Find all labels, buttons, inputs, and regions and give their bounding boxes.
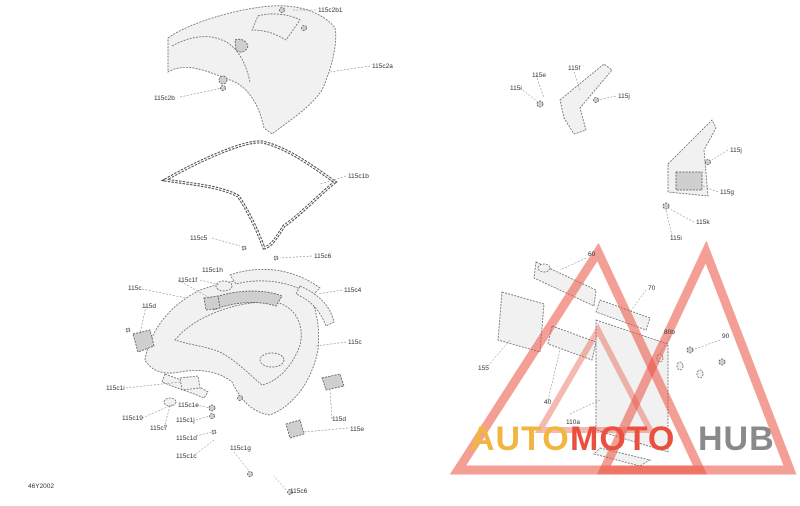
watermark-triangle-right (596, 240, 797, 475)
label-115e: 115e (350, 426, 364, 433)
watermark-word-moto: MOTO (570, 420, 675, 458)
automotohub-watermark: AUTO MOTO HUB (449, 240, 797, 475)
lower-housing-part (144, 268, 335, 416)
watermark-word-hub: HUB (698, 420, 775, 458)
label-115c2b1: 115c2b1 (318, 7, 343, 14)
label-115c5: 115c5 (190, 235, 208, 242)
seal-gasket-part (160, 140, 338, 250)
label-115g: 115g (720, 189, 734, 196)
label-115c6-bottom: 115c6 (290, 488, 308, 495)
label-115c19: 115c19 (122, 415, 143, 422)
label-155: 155 (478, 365, 489, 372)
watermark-triangle-inner (534, 323, 655, 433)
leader-lines (125, 9, 729, 491)
label-115c1g: 115c1g (230, 445, 251, 452)
label-115j-top: 115j (618, 93, 630, 100)
part-labels: 115c2b1 115c2a 115c2b 115c1b 115c5 115c6… (28, 7, 742, 495)
label-90: 90 (722, 333, 730, 340)
label-115j-right: 115j (730, 147, 742, 154)
watermark-word-auto: AUTO (470, 420, 570, 458)
bracket-115g-part (662, 119, 717, 210)
label-115c1b: 115c1b (348, 173, 369, 180)
label-115c6: 115c6 (314, 253, 332, 260)
label-115f: 115f (568, 65, 580, 72)
label-115e-right: 115e (532, 72, 546, 79)
label-115c: 115c (128, 285, 142, 292)
label-40: 40 (544, 399, 552, 406)
bracket-115f-part (536, 63, 613, 135)
label-115c1c: 115c1c (176, 453, 197, 460)
label-60: 60 (588, 251, 596, 258)
label-110a: 110a (566, 419, 580, 426)
label-115i-top: 115i (510, 85, 522, 92)
label-70: 70 (648, 285, 656, 292)
label-115d-bottom: 115d (332, 416, 346, 423)
label-115k: 115k (696, 219, 710, 226)
label-115c2b: 115c2b (154, 95, 175, 102)
label-115d-top: 115d (142, 303, 156, 310)
label-115c1j: 115c1j (176, 417, 195, 424)
label-115c1h: 115c1h (202, 267, 223, 274)
label-115c1d: 115c1d (176, 435, 197, 442)
top-cover-part (167, 5, 337, 135)
label-115i-bottom: 115i (670, 235, 682, 242)
label-115c-mid: 115c (348, 339, 362, 346)
label-115c4: 115c4 (344, 287, 362, 294)
fastener-parts-left (125, 245, 345, 495)
diagram-reference-code: 46Y2002 (28, 483, 54, 490)
label-115c1e: 115c1e (178, 402, 199, 409)
label-115c1f: 115c1f (178, 277, 197, 284)
watermark-triangle-left (449, 242, 708, 475)
label-115c1i: 115c1i (106, 385, 125, 392)
label-115c2a: 115c2a (372, 63, 393, 70)
label-80b: 80b (664, 329, 675, 336)
label-115c7: 115c7 (150, 425, 168, 432)
